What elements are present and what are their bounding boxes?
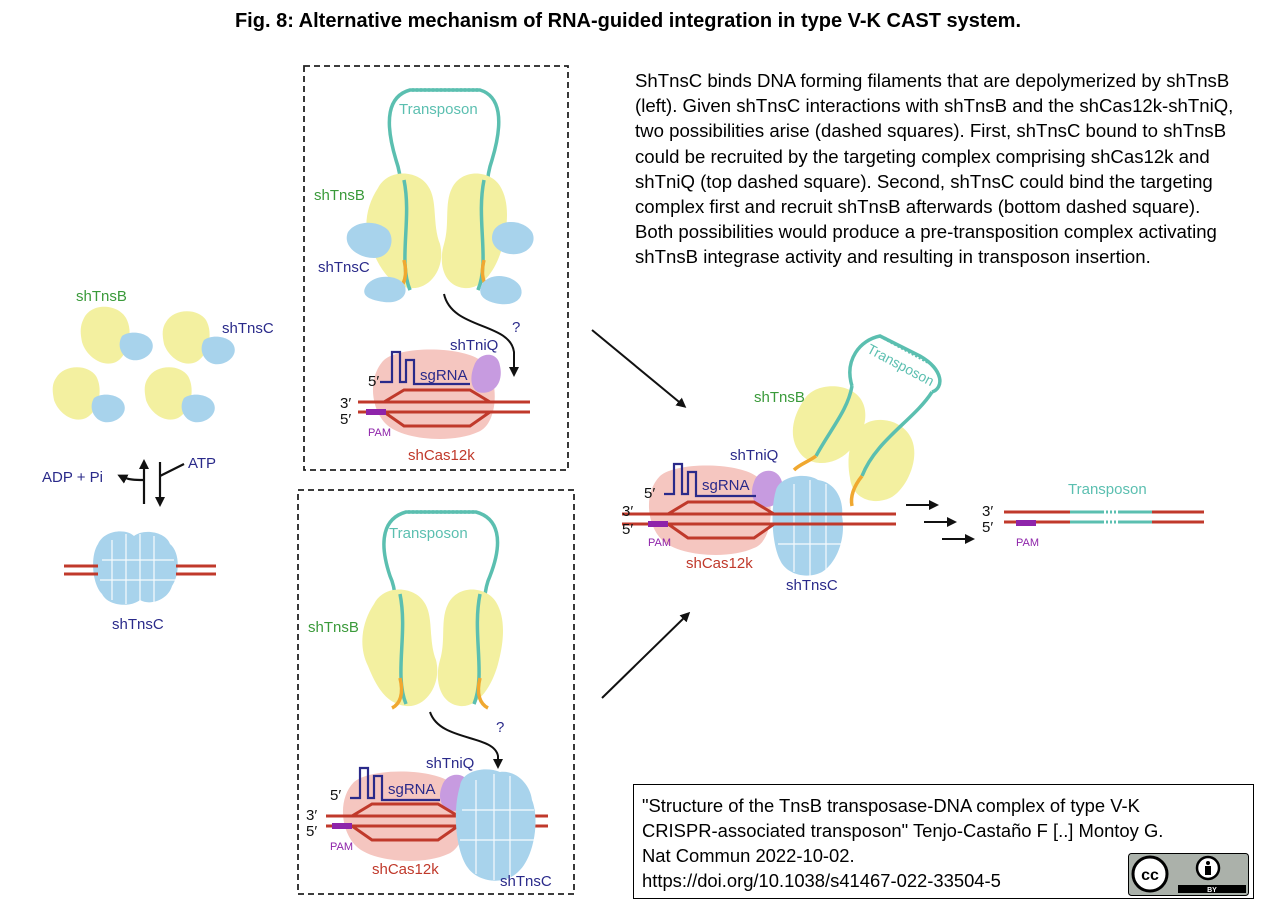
- credit-box: "Structure of the TnsB transposase-DNA c…: [633, 784, 1254, 899]
- insertion-product: Transposon 3′ 5′ PAM: [982, 481, 1204, 549]
- question-bottom: ?: [496, 719, 504, 736]
- label-tnsc-complex: shTnsC: [786, 577, 838, 594]
- label-pam-complex: PAM: [648, 537, 671, 549]
- credit-line-4: https://doi.org/10.1038/s41467-022-33504…: [642, 870, 1001, 891]
- label-tnsc-filament: shTnsC: [112, 616, 164, 633]
- label-5prime-rna-bottom: 5′: [330, 787, 341, 804]
- label-tnsb-left: shTnsB: [76, 288, 127, 305]
- credit-line-2: CRISPR-associated transposon" Tenjo-Cast…: [642, 820, 1164, 841]
- label-5prime-top: 5′: [340, 411, 351, 428]
- label-pam-bottom: PAM: [330, 841, 353, 853]
- by-text: BY: [1207, 887, 1217, 894]
- recruitment-arrow-bottom: [429, 711, 503, 769]
- label-tnsb-complex: shTnsB: [754, 389, 805, 406]
- label-atp: ATP: [188, 455, 216, 472]
- label-3prime-product: 3′: [982, 503, 993, 520]
- label-transposon-bottom: Transposon: [389, 525, 468, 542]
- label-tnsc-left: shTnsC: [222, 320, 274, 337]
- label-5prime-bottom: 5′: [306, 823, 317, 840]
- recruitment-arrow-top: [443, 293, 519, 377]
- label-sgrna-bottom: sgRNA: [388, 781, 436, 798]
- bottom-dashed-box: Transposon shTnsB ? sgRNA shTniQ 5′ 3′ 5…: [297, 489, 575, 895]
- label-transposon-product: Transposon: [1068, 481, 1147, 498]
- tnsb-tnsc-monomer: [52, 367, 125, 423]
- label-tniq-complex: shTniQ: [730, 447, 778, 464]
- tnsb-tnsc-monomer: [144, 367, 215, 423]
- tnsc-filament: [64, 531, 216, 605]
- label-pam-product: PAM: [1016, 537, 1039, 549]
- label-cas12k-bottom: shCas12k: [372, 861, 439, 878]
- label-5prime-product: 5′: [982, 519, 993, 536]
- pre-transposition-complex: Transposon shTnsB sgRNA shTniQ 5′ 3′ 5′ …: [622, 334, 942, 594]
- label-5prime-complex: 5′: [622, 521, 633, 538]
- label-cas12k-complex: shCas12k: [686, 555, 753, 572]
- label-3prime-bottom: 3′: [306, 807, 317, 824]
- arrow-from-top-box: [591, 329, 687, 408]
- left-panel: shTnsB shTnsC ADP + Pi ATP: [42, 288, 274, 633]
- label-tniq-top: shTniQ: [450, 337, 498, 354]
- figure-caption: ShTnsC binds DNA forming filaments that …: [635, 70, 1234, 268]
- label-pam-top: PAM: [368, 427, 391, 439]
- label-5prime-rna-top: 5′: [368, 373, 379, 390]
- credit-line-3: Nat Commun 2022-10-02.: [642, 845, 855, 866]
- label-tnsc-top: shTnsC: [318, 259, 370, 276]
- label-adp: ADP + Pi: [42, 469, 103, 486]
- tnsb-tnsc-monomer: [162, 311, 235, 365]
- label-cas12k-top: shCas12k: [408, 447, 475, 464]
- label-3prime-top: 3′: [340, 395, 351, 412]
- question-top: ?: [512, 319, 520, 336]
- top-dashed-box: Transposon shTnsB shTnsC ? sgRNA shTniQ …: [303, 65, 569, 471]
- adp-release-arrow: [117, 474, 145, 484]
- label-sgrna-complex: sgRNA: [702, 477, 750, 494]
- label-5prime-rna-complex: 5′: [644, 485, 655, 502]
- label-tnsb-top: shTnsB: [314, 187, 365, 204]
- credit-line-1: "Structure of the TnsB transposase-DNA c…: [642, 795, 1140, 816]
- label-sgrna-top: sgRNA: [420, 367, 468, 384]
- label-tniq-bottom: shTniQ: [426, 755, 474, 772]
- label-tnsc-bottom: shTnsC: [500, 873, 552, 890]
- label-transposon-top: Transposon: [399, 101, 478, 118]
- tnsb-tnsc-monomer: [80, 306, 153, 364]
- label-3prime-complex: 3′: [622, 503, 633, 520]
- label-tnsb-bottom: shTnsB: [308, 619, 359, 636]
- figure-title: Fig. 8: Alternative mechanism of RNA-gui…: [234, 10, 1022, 32]
- atp-binding-arrow: [159, 463, 185, 477]
- cc-by-badge: cc BY: [1128, 853, 1249, 896]
- arrow-from-bottom-box: [601, 611, 691, 699]
- cc-text: cc: [1141, 867, 1159, 884]
